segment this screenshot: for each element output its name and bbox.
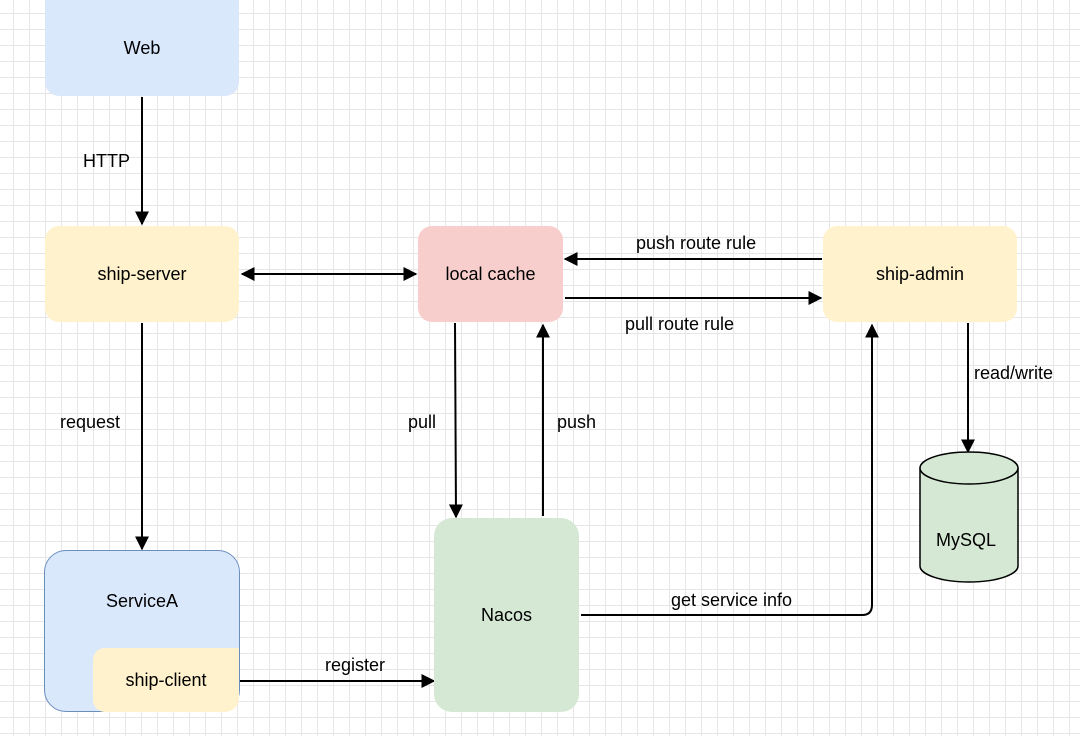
edge-local-cache-to-nacos [448,322,463,519]
mysql-label: MySQL [936,530,997,550]
ship-client-node: ship-client [93,648,239,712]
web-node: Web [45,0,239,96]
service-a-label: ServiceA [105,591,179,611]
local-cache-label: local cache [445,263,536,284]
read-write-label: read/write [974,363,1054,383]
mysql-cylinder-body [919,468,1019,583]
ship-server-node: ship-server [45,226,239,322]
edge-nacos-to-ship-admin [581,323,879,616]
get-service-info-label: get service info [671,590,793,610]
push-route-rule-label: push route rule [636,233,757,253]
ship-server-label: ship-server [97,263,187,284]
ship-admin-label: ship-admin [875,263,965,284]
ship-admin-node: ship-admin [823,226,1017,322]
nacos-label: Nacos [480,604,533,625]
pull-route-rule-label: pull route rule [625,314,735,334]
web-label: Web [123,37,161,58]
mysql-cylinder-top [919,451,1019,485]
request-label: request [60,412,121,432]
local-cache-node: local cache [418,226,563,322]
http-label: HTTP [83,151,130,171]
mysql-node [919,451,1019,583]
pull-label: pull [408,412,437,432]
push-label: push [557,412,597,432]
ship-client-label: ship-client [125,669,207,690]
nacos-node: Nacos [434,518,579,712]
register-label: register [325,655,386,675]
